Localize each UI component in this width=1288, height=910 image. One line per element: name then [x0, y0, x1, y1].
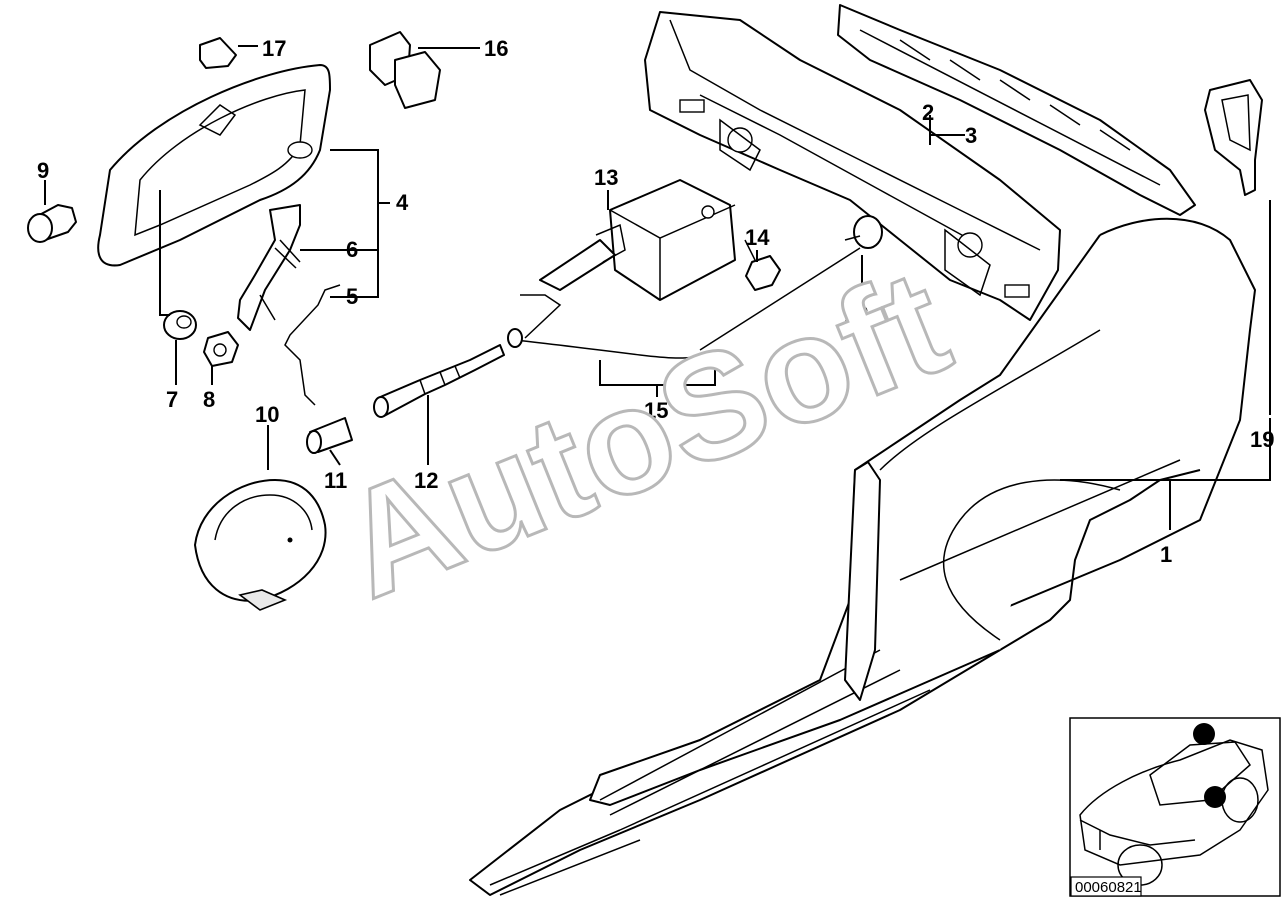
- callout-7: 7: [166, 387, 178, 412]
- callout-18: 18: [844, 302, 868, 327]
- bolt-part-14: [744, 239, 781, 291]
- connector-part-16: [369, 31, 441, 109]
- thumbnail-frame: [1069, 717, 1281, 897]
- actuator-part-13: [539, 179, 736, 301]
- grommet-part-7: [163, 310, 197, 340]
- location-marker-rear: [1193, 723, 1215, 745]
- cable-part-15: [507, 247, 861, 359]
- callout-5: 5: [346, 284, 358, 309]
- callout-17: 17: [262, 36, 286, 61]
- clip-part-17: [199, 37, 237, 69]
- hinge-lever-part-6: [237, 204, 301, 331]
- callout-3: 3: [965, 123, 977, 148]
- sleeve-part-11: [306, 417, 353, 454]
- callout-10: 10: [255, 402, 279, 427]
- nut-part-8: [203, 331, 239, 367]
- callout-19: 19: [1250, 427, 1274, 452]
- leader-lines: [44, 45, 1271, 530]
- callout-11: 11: [324, 468, 347, 493]
- car-outline-icon: [1079, 739, 1269, 886]
- callout-9: 9: [37, 158, 49, 183]
- callout-16: 16: [484, 36, 508, 61]
- location-marker-side: [1204, 786, 1226, 808]
- buffer-part-9: [27, 204, 77, 243]
- callout-4: 4: [396, 190, 409, 215]
- callout-1: 1: [1160, 542, 1172, 567]
- fuel-flap-part-4: [97, 64, 331, 267]
- callout-14: 14: [745, 225, 770, 250]
- callout-13: 13: [594, 165, 618, 190]
- rear-panel-part-2: [644, 11, 1061, 321]
- bumper-support-part-3: [837, 4, 1196, 216]
- side-panel-part-1: [469, 217, 1256, 896]
- reference-number-box: [1070, 876, 1142, 897]
- bracket-part-19: [1204, 79, 1263, 196]
- callout-6: 6: [346, 237, 358, 262]
- filler-housing-part-10: [194, 479, 327, 611]
- callout-2: 2: [922, 100, 934, 125]
- grommet-part-18: [844, 215, 883, 249]
- callout-15: 15: [644, 398, 668, 423]
- reference-thumbnail: 00060821: [1069, 717, 1281, 897]
- spring-part-5: [284, 284, 341, 406]
- callout-labels: 1 2 3 4 5 6 7 8 9 10 11 12 13 14 15 16 1…: [37, 36, 1274, 567]
- callout-8: 8: [203, 387, 215, 412]
- pin-part-12: [373, 344, 505, 418]
- callout-12: 12: [414, 468, 438, 493]
- reference-number: 00060821: [1075, 879, 1142, 896]
